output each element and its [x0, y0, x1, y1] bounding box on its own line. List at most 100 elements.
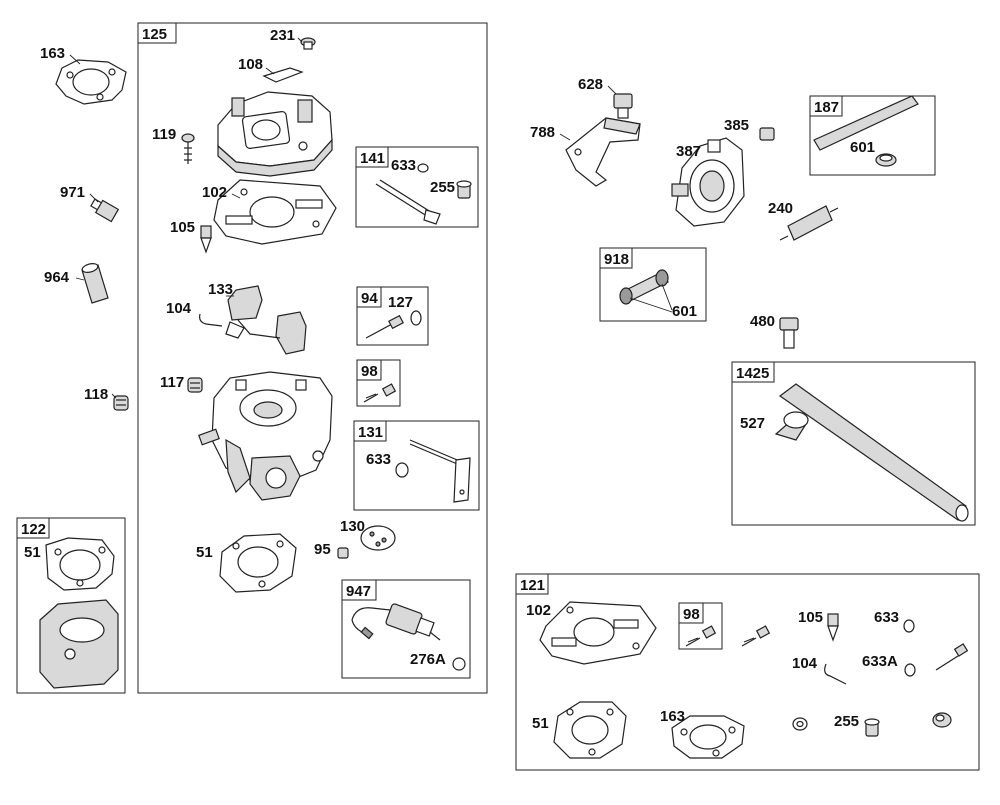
bolt-628	[613, 93, 633, 119]
group-box-121	[515, 573, 980, 771]
label-971: 971	[60, 184, 85, 201]
group-label-94: 94	[361, 290, 378, 307]
label-601: 601	[850, 139, 875, 156]
fuel-line-918	[619, 269, 669, 305]
label-163: 163	[660, 708, 685, 725]
group-box-947	[341, 579, 471, 679]
solenoid-947	[351, 603, 441, 641]
label-104: 104	[792, 655, 818, 672]
label-255: 255	[430, 179, 455, 196]
label-95: 95	[314, 541, 331, 558]
group-box-1425	[731, 361, 976, 526]
idle-screw-98	[363, 383, 397, 403]
clip-104	[199, 313, 223, 327]
group-box-918	[599, 247, 707, 322]
group-label-187: 187	[814, 99, 839, 116]
label-633: 633	[874, 609, 899, 626]
group-tag-187	[809, 95, 843, 117]
label-102: 102	[526, 602, 551, 619]
bushing-255	[456, 180, 472, 199]
fitting-118	[113, 395, 129, 411]
group-box-141	[355, 146, 479, 228]
screw-231	[300, 37, 316, 50]
label-964: 964	[44, 269, 70, 286]
group-box-187	[809, 95, 936, 176]
washer-633A	[904, 663, 916, 677]
label-105: 105	[170, 219, 195, 236]
clamp-601-box-187	[875, 153, 897, 167]
screw-385	[759, 127, 775, 141]
group-label-125: 125	[142, 26, 167, 43]
gasket-51-box-122	[45, 537, 115, 591]
label-117: 117	[160, 374, 184, 391]
group-tag-947	[341, 579, 377, 601]
group-label-1425: 1425	[736, 365, 769, 382]
idle-screw-loose	[741, 625, 771, 647]
label-102: 102	[202, 184, 227, 201]
label-527: 527	[740, 415, 765, 432]
label-51: 51	[24, 544, 41, 561]
group-tag-131	[353, 420, 387, 442]
group-label-122: 122	[21, 521, 46, 538]
throttle-shaft-131	[409, 439, 471, 503]
mixture-screw-box-121	[935, 643, 969, 671]
label-127: 127	[388, 294, 413, 311]
gasket-163-top-left	[55, 59, 127, 105]
label-387: 387	[676, 143, 701, 160]
group-tag-94	[356, 286, 382, 308]
gasket-51-box-121	[553, 701, 627, 759]
group-label-918: 918	[604, 251, 629, 268]
group-box-94	[356, 286, 429, 346]
bracket-788	[565, 117, 641, 187]
label-231: 231	[270, 27, 295, 44]
group-tag-125	[137, 22, 177, 44]
washer-633-box-131	[395, 462, 409, 478]
sleeve-964	[81, 263, 109, 304]
group-box-125	[137, 22, 488, 694]
label-633: 633	[366, 451, 391, 468]
label-633: 633	[391, 157, 416, 174]
o-ring-127	[410, 310, 422, 326]
tube-1425	[778, 383, 969, 522]
label-255: 255	[834, 713, 859, 730]
label-601: 601	[672, 303, 697, 320]
group-label-98-carb: 98	[361, 363, 378, 380]
gasket-102	[213, 179, 337, 245]
group-tag-98-carb	[356, 359, 382, 381]
group-tag-1425	[731, 361, 775, 383]
mixture-screw-94	[365, 314, 404, 339]
label-104: 104	[166, 300, 192, 317]
label-480: 480	[750, 313, 775, 330]
group-label-947: 947	[346, 583, 371, 600]
label-51: 51	[196, 544, 213, 561]
label-105: 105	[798, 609, 823, 626]
label-633A: 633A	[862, 653, 898, 670]
o-ring-276A	[452, 657, 466, 671]
gasket-51-box-125	[219, 533, 297, 593]
label-118: 118	[84, 386, 108, 403]
needle-105-box-121	[827, 613, 839, 642]
clip-104-box-121	[824, 663, 847, 685]
washer-633-box-121	[903, 619, 915, 633]
group-box-131	[353, 420, 480, 511]
label-628: 628	[578, 76, 603, 93]
fuel-line-187	[813, 95, 919, 151]
gasket-163-box-121	[671, 715, 745, 759]
label-163: 163	[40, 45, 65, 62]
label-276A: 276A	[410, 651, 446, 668]
lock-washer	[792, 717, 808, 731]
screw-119	[181, 133, 195, 164]
bolt-480	[779, 317, 799, 349]
plate-130	[360, 525, 396, 551]
carburetor-body	[198, 371, 333, 501]
float-133	[225, 285, 307, 355]
shaft-141	[375, 179, 441, 225]
bolt-971	[90, 198, 120, 223]
washer-633	[417, 163, 429, 173]
idle-screw-98-kit	[685, 625, 717, 647]
group-label-141: 141	[360, 150, 385, 167]
screw-95	[337, 547, 349, 559]
fitting-117	[187, 377, 203, 393]
group-tag-98-kit	[678, 602, 704, 624]
